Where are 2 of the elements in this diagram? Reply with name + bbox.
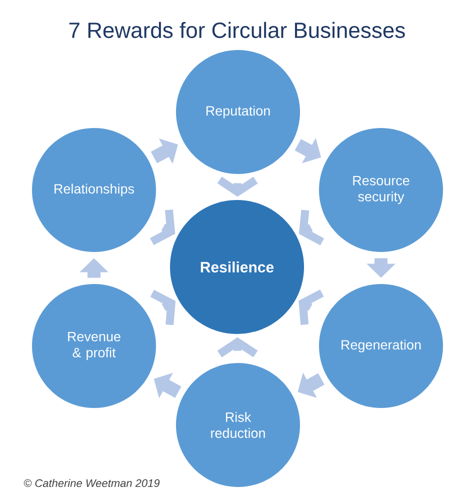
title: 7 Rewards for Circular Businesses (69, 22, 405, 38)
caption: © Catherine Weetman 2019 (24, 478, 160, 488)
